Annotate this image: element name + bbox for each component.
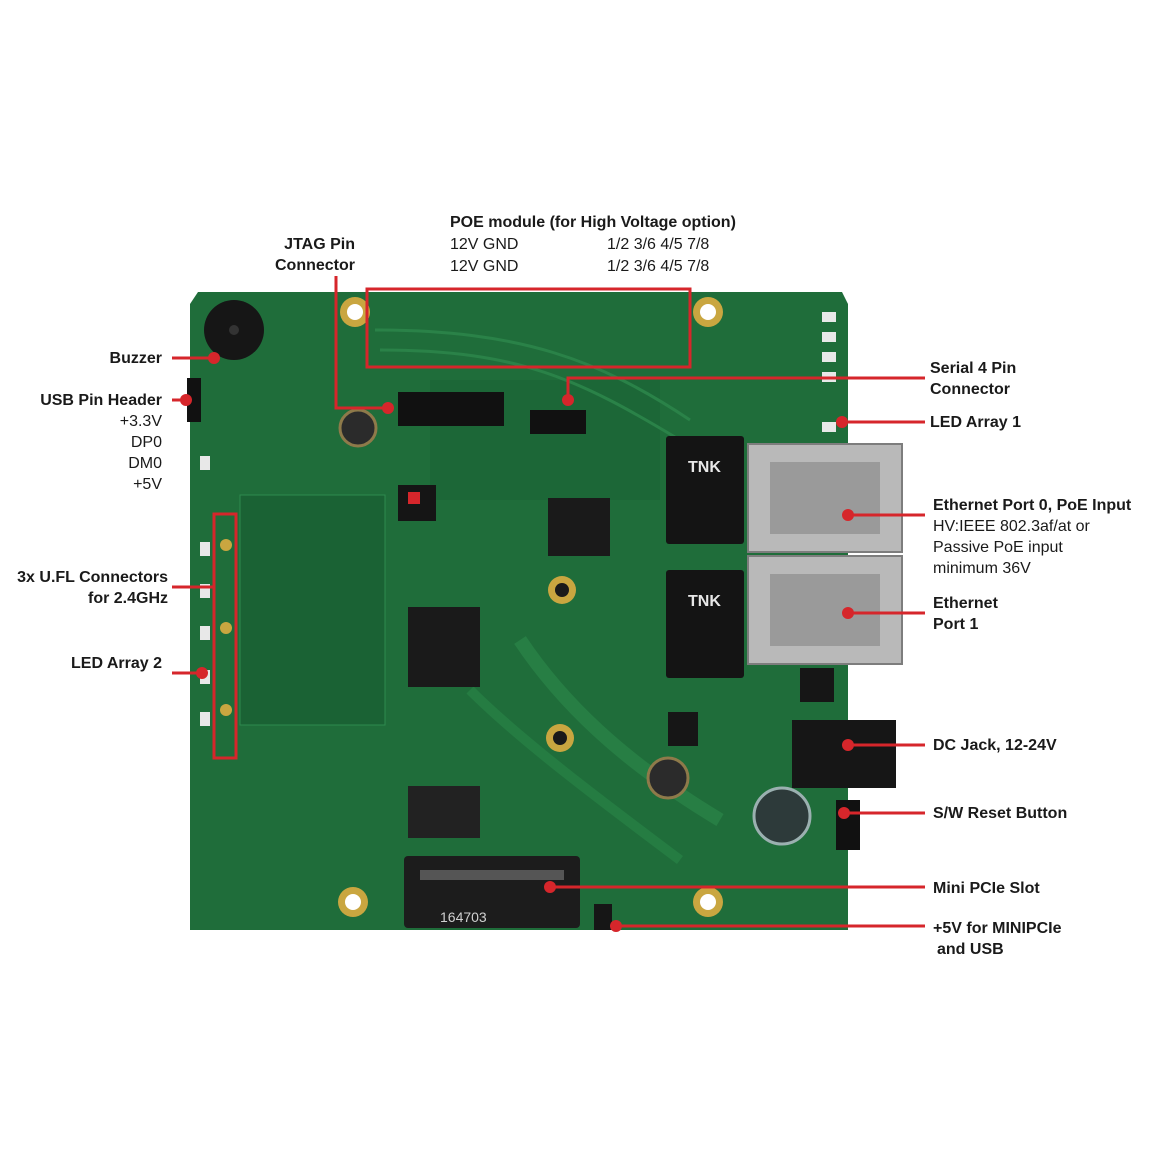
led2-label: LED Array 2 xyxy=(71,655,162,672)
ufl-label-line1: 3x U.FL Connectors xyxy=(17,569,168,586)
eth1-label: Ethernet Port 1 xyxy=(933,593,998,635)
mag-bottom-brand: TNK xyxy=(688,593,721,610)
rj45-port-1 xyxy=(747,555,903,665)
ufl-highlight xyxy=(212,512,238,760)
pcb: TNK TNK 1 xyxy=(187,292,903,930)
soc-chip xyxy=(408,607,480,687)
mini-pcie-slot: 164703 xyxy=(404,856,580,928)
eth0-desc-1: HV:IEEE 802.3af/at or xyxy=(933,518,1090,535)
eth0-desc-3: minimum 36V xyxy=(933,560,1031,577)
usb-header-component xyxy=(187,378,201,422)
usb-pin-2: DP0 xyxy=(130,434,162,451)
usb-pin-1: +3.3V xyxy=(119,413,162,430)
mag-top-brand: TNK xyxy=(688,459,721,476)
mount-hole xyxy=(338,887,368,917)
jtag-label-line1: JTAG Pin xyxy=(284,236,355,253)
serial-header-component xyxy=(530,410,586,434)
eth0-desc-2: Passive PoE input xyxy=(933,539,1063,556)
mount-hole xyxy=(693,887,723,917)
mount-hole xyxy=(340,297,370,327)
poe-row2-right: 1/2 3/6 4/5 7/8 xyxy=(607,258,710,275)
eth0-label-title: Ethernet Port 0, PoE Input xyxy=(933,497,1132,514)
ufl-label: 3x U.FL Connectors for 2.4GHz xyxy=(0,567,168,609)
reset-button-component xyxy=(836,800,860,850)
mount-hole xyxy=(546,724,574,752)
serial-label-line1: Serial 4 Pin xyxy=(930,360,1017,377)
usb-label-title: USB Pin Header xyxy=(40,392,162,409)
pwr-label-line2: and USB xyxy=(937,941,1004,958)
jtag-label: JTAG Pin Connector xyxy=(255,234,355,276)
reset-label: S/W Reset Button xyxy=(933,805,1068,822)
usb-pin-4: +5V xyxy=(133,476,162,493)
magnetics-top: TNK xyxy=(666,436,744,544)
buzzer-label: Buzzer xyxy=(109,350,162,367)
serial-callout-line xyxy=(566,376,925,400)
pcie-part-number: 164703 xyxy=(440,909,487,925)
jtag-label-line2: Connector xyxy=(275,257,355,274)
poe-row1-left: 12V GND xyxy=(450,236,519,253)
serial-label-line2: Connector xyxy=(930,381,1010,398)
poe-row2-left: 12V GND xyxy=(450,258,519,275)
ufl-connectors xyxy=(220,539,232,716)
mount-hole xyxy=(693,297,723,327)
usb-label: USB Pin Header +3.3V DP0 DM0 +5V xyxy=(10,390,162,495)
pcie-label: Mini PCIe Slot xyxy=(933,880,1040,897)
poe-title: POE module (for High Voltage option) xyxy=(450,214,736,231)
rj45-port-0 xyxy=(747,443,903,553)
led1-label: LED Array 1 xyxy=(930,414,1021,431)
jtag-callout-line xyxy=(334,276,388,410)
ufl-label-line2: for 2.4GHz xyxy=(87,590,168,607)
usb-pin-3: DM0 xyxy=(128,455,162,472)
jtag-header-component xyxy=(398,392,504,426)
serial-label: Serial 4 Pin Connector xyxy=(930,358,1016,400)
dc-jack-component xyxy=(792,720,896,788)
poe-module-highlight xyxy=(365,287,692,369)
eth1-label-line1: Ethernet xyxy=(933,595,998,612)
dc-label: DC Jack, 12-24V xyxy=(933,737,1057,754)
pwr-label: +5V for MINIPCIe and USB xyxy=(933,918,1061,960)
eth1-label-line2: Port 1 xyxy=(933,616,979,633)
magnetics-bottom: TNK xyxy=(666,570,744,678)
callout-dots xyxy=(180,352,854,932)
mount-hole xyxy=(548,576,576,604)
pwr-label-line1: +5V for MINIPCIe xyxy=(933,920,1062,937)
poe-row1-right: 1/2 3/6 4/5 7/8 xyxy=(607,236,710,253)
eth0-label: Ethernet Port 0, PoE Input HV:IEEE 802.3… xyxy=(933,495,1131,579)
